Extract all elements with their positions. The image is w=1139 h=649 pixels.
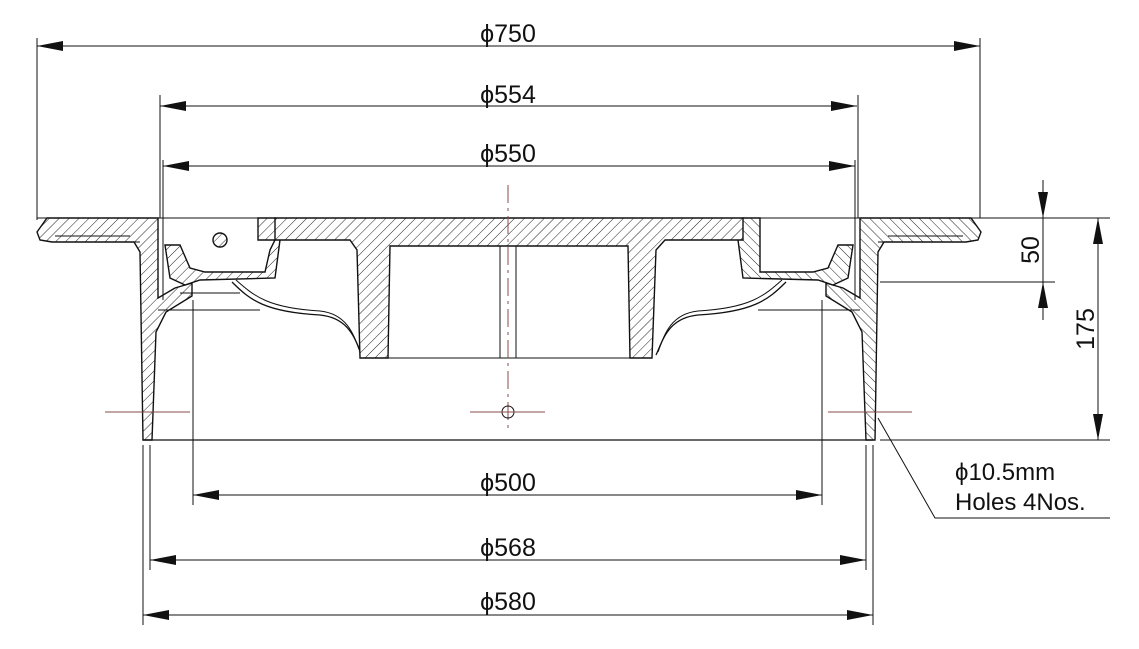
dim-175-label: 175 <box>1072 308 1100 350</box>
left-bracket <box>164 217 281 286</box>
dim-500-label: ϕ500 <box>480 469 536 497</box>
hole-note-count: Holes 4Nos. <box>955 489 1086 516</box>
section-left-half <box>36 95 363 505</box>
dim-554-label: ϕ554 <box>480 81 536 109</box>
dim-550-label: ϕ550 <box>480 140 536 168</box>
dim-50-label: 50 <box>1017 236 1045 264</box>
dim-580-label: ϕ580 <box>480 588 536 616</box>
cover-plate <box>274 217 744 359</box>
hole-leader-line <box>877 417 1110 519</box>
dim-568-label: ϕ568 <box>480 534 536 562</box>
bolt-icon <box>212 232 228 248</box>
hole-note-size: ϕ10.5mm <box>955 459 1055 486</box>
dim-750-label: ϕ750 <box>480 20 536 48</box>
section-right-half <box>655 95 982 505</box>
